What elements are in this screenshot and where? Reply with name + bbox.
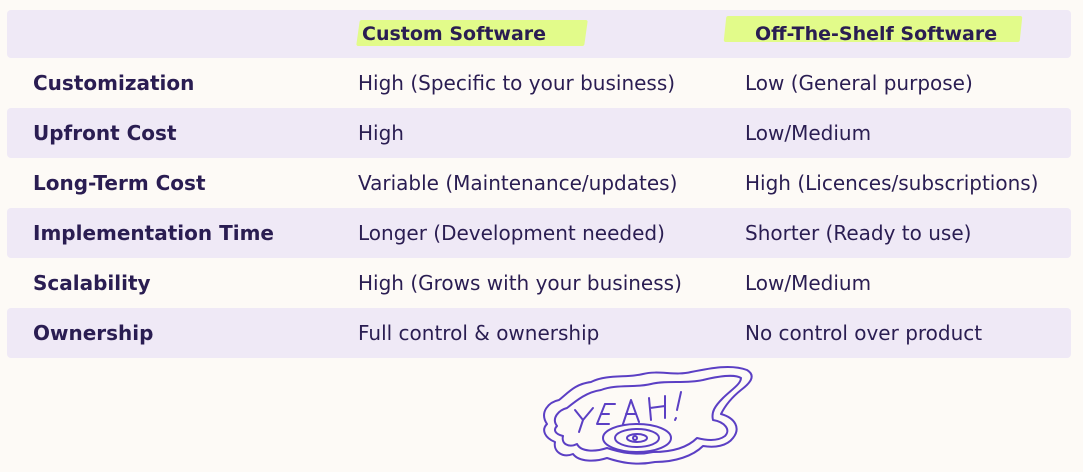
comparison-table: Custom Software Off-The-Shelf Software C…: [7, 10, 1071, 358]
cell-offshelf: High (Licences/subscriptions): [745, 171, 1039, 195]
row-label: Ownership: [33, 321, 154, 345]
cell-offshelf: Low (General purpose): [745, 71, 973, 95]
cell-custom: High (Specific to your business): [358, 71, 676, 95]
row-label: Implementation Time: [33, 221, 274, 245]
column-header-custom: Custom Software: [356, 10, 588, 58]
row-label: Customization: [33, 71, 195, 95]
cell-offshelf: No control over product: [745, 321, 983, 345]
table-row: Ownership Full control & ownership No co…: [7, 308, 1071, 358]
table-row: Long-Term Cost Variable (Maintenance/upd…: [7, 158, 1071, 208]
row-label: Scalability: [33, 271, 151, 295]
cell-offshelf: Low/Medium: [745, 121, 872, 145]
cell-custom: Full control & ownership: [358, 321, 600, 345]
cell-custom: Longer (Development needed): [358, 221, 665, 245]
cell-custom: Variable (Maintenance/updates): [358, 171, 678, 195]
table-row: Upfront Cost High Low/Medium: [7, 108, 1071, 158]
row-label: Upfront Cost: [33, 121, 177, 145]
cell-offshelf: Low/Medium: [745, 271, 872, 295]
table-row: Scalability High (Grows with your busine…: [7, 258, 1071, 308]
yeah-doodle-icon: [543, 365, 753, 465]
table-row: Customization High (Specific to your bus…: [7, 58, 1071, 108]
cell-offshelf: Shorter (Ready to use): [745, 221, 972, 245]
column-header-offshelf: Off-The-Shelf Software: [723, 10, 1023, 58]
cell-custom: High: [358, 121, 404, 145]
table-row: Implementation Time Longer (Development …: [7, 208, 1071, 258]
cell-custom: High (Grows with your business): [358, 271, 682, 295]
table-header-row: Custom Software Off-The-Shelf Software: [7, 10, 1071, 58]
row-label: Long-Term Cost: [33, 171, 206, 195]
